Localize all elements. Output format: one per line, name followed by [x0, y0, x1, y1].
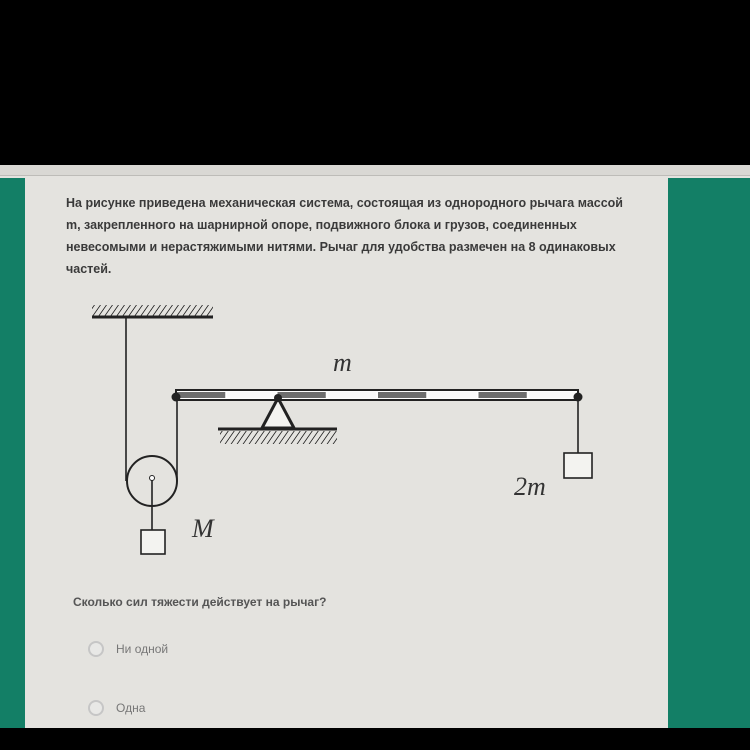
- option-label: Одна: [116, 701, 146, 715]
- pulley-axle: [149, 475, 155, 481]
- right-panel: [668, 178, 750, 728]
- lever-segment: [478, 392, 527, 398]
- pivot-support: [218, 394, 337, 444]
- problem-text: На рисунке приведена механическая систем…: [66, 196, 623, 276]
- option-label: Ни одной: [116, 642, 169, 656]
- label-M: M: [191, 514, 215, 543]
- left-panel: [0, 178, 25, 728]
- lever-segment: [528, 392, 577, 398]
- lever-segment: [378, 392, 427, 398]
- lever-diagram: M m 2m: [92, 305, 593, 555]
- lever: [171, 389, 583, 402]
- lever-segment: [227, 392, 276, 398]
- lever-segment: [177, 392, 226, 398]
- lever-end-joint: [573, 392, 583, 402]
- load-2m: [563, 452, 593, 479]
- load-M: [140, 529, 166, 555]
- radio-button[interactable]: [88, 700, 104, 716]
- lever-segment: [327, 392, 376, 398]
- option-none[interactable]: Ни одной: [88, 641, 168, 657]
- header-strip: [0, 165, 750, 176]
- question-text: Сколько сил тяжести действует на рычаг?: [73, 595, 327, 609]
- ceiling-mount: [92, 305, 213, 319]
- lever-segment: [277, 392, 326, 398]
- radio-button[interactable]: [88, 641, 104, 657]
- lever-segment: [428, 392, 477, 398]
- label-2m: 2m: [514, 472, 546, 501]
- quiz-screen: На рисунке приведена механическая систем…: [0, 165, 750, 728]
- lever-end-joint: [171, 392, 181, 402]
- label-lever-mass: m: [333, 348, 352, 377]
- option-one[interactable]: Одна: [88, 700, 145, 716]
